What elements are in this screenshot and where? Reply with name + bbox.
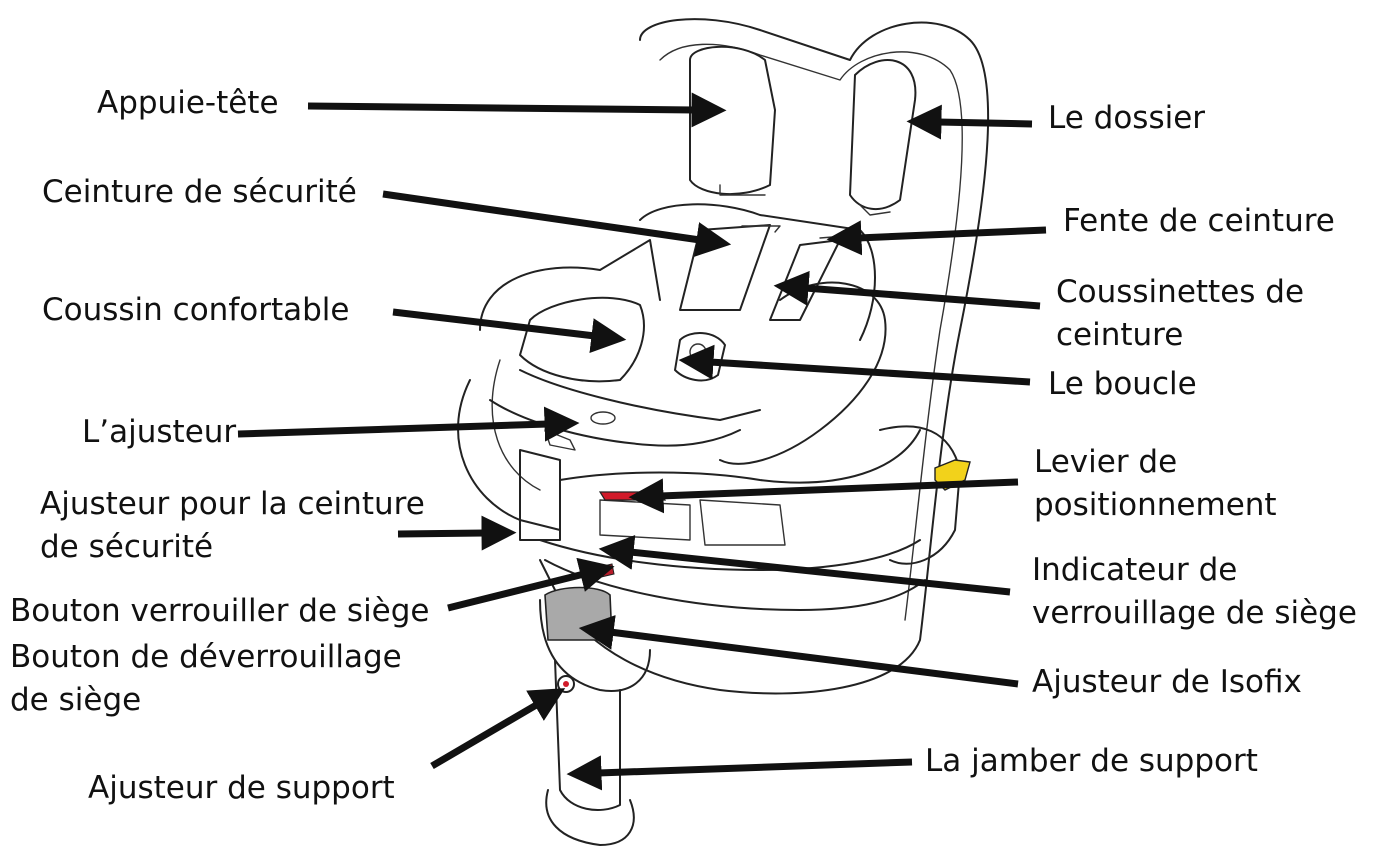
label-headrest: Appuie-tête	[97, 85, 279, 121]
arrows	[237, 92, 1047, 791]
label-seat-lock-button: Bouton verrouiller de siège	[10, 593, 430, 629]
label-buckle: Le boucle	[1048, 366, 1197, 402]
label-seat-lock-indicator-line-2: verrouillage de siège	[1032, 595, 1357, 631]
arrow-comfort-cushion	[392, 308, 627, 353]
label-belt-pads-line-1: Coussinettes de	[1056, 274, 1305, 310]
label-seat-lock-indicator-line-1: Indicateur de	[1032, 552, 1238, 588]
label-seat-belt: Ceinture de sécurité	[42, 174, 357, 210]
arrow-adjuster	[237, 406, 580, 442]
label-adjuster: L’ajusteur	[82, 414, 237, 450]
arrow-support-adjuster	[430, 688, 566, 770]
arrow-support-leg	[566, 755, 913, 791]
label-belt-pads: Coussinettes de ceinture	[1056, 271, 1304, 357]
arrow-seat-lock-button	[447, 557, 615, 612]
arrow-buckle	[678, 344, 1031, 386]
label-positioning-lever: Levier de positionnement	[1034, 441, 1277, 527]
label-backrest: Le dossier	[1048, 100, 1206, 136]
label-belt-adjuster-line-1: Ajusteur pour la ceinture	[40, 486, 425, 522]
label-seat-unlock-button: Bouton de déverrouillage de siège	[10, 636, 402, 722]
arrow-belt-pads	[773, 270, 1041, 310]
arrow-backrest	[906, 104, 1033, 140]
label-belt-adjuster-line-2: de sécurité	[40, 529, 214, 565]
label-belt-adjuster: Ajusteur pour la ceinture de sécurité	[40, 483, 425, 569]
label-support-adjuster: Ajusteur de support	[88, 770, 395, 806]
label-belt-slot: Fente de ceinture	[1063, 203, 1335, 239]
label-seat-unlock-button-line-2: de siège	[10, 682, 142, 718]
arrow-positioning-lever	[628, 478, 1019, 514]
label-comfort-cushion: Coussin confortable	[42, 292, 350, 328]
arrow-belt-slot	[826, 220, 1047, 256]
label-isofix-adjuster: Ajusteur de Isofix	[1032, 664, 1302, 700]
label-seat-unlock-button-line-1: Bouton de déverrouillage	[10, 639, 402, 675]
arrow-seat-lock-indicator	[598, 534, 1011, 596]
arrow-seat-belt	[382, 190, 732, 257]
label-seat-lock-indicator: Indicateur de verrouillage de siège	[1032, 549, 1357, 635]
label-belt-pads-line-2: ceinture	[1056, 317, 1184, 353]
label-positioning-lever-line-1: Levier de	[1034, 444, 1178, 480]
seat-drawing	[457, 18, 990, 846]
label-support-leg: La jamber de support	[925, 743, 1258, 779]
arrow-headrest	[307, 92, 727, 128]
arrow-isofix-adjuster	[578, 615, 1019, 688]
arrow-belt-adjuster	[397, 515, 517, 551]
label-positioning-lever-line-2: positionnement	[1034, 487, 1277, 523]
